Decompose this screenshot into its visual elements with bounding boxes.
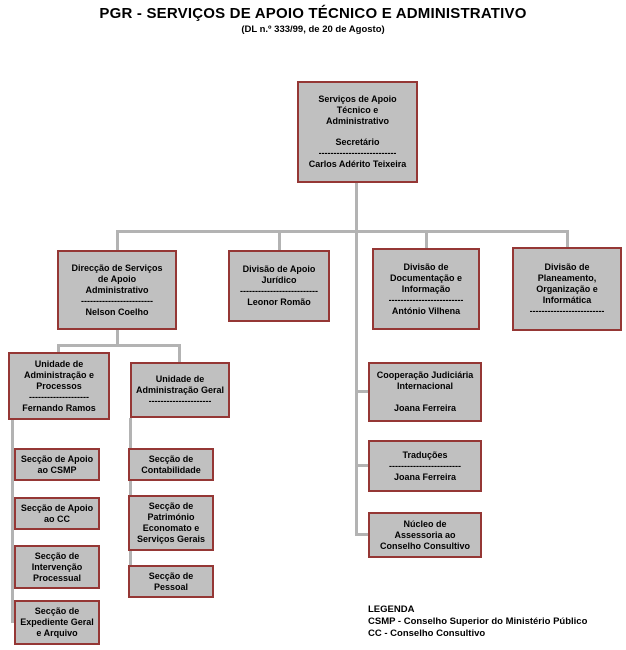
- node-title: Secção de Intervenção Processual: [31, 550, 83, 583]
- org-node-seccao-pessoal: Secção de Pessoal: [128, 565, 214, 598]
- node-separator: --------------------: [29, 391, 89, 402]
- node-title: Direcção de Serviços de Apoio Administra…: [71, 262, 163, 295]
- org-node-cooperacao-judiciaria-internacional: Cooperação Judiciária Internacional Joan…: [368, 362, 482, 422]
- org-node-seccao-apoio-cc: Secção de Apoio ao CC: [14, 497, 100, 530]
- connector-line: [116, 230, 119, 250]
- node-person-name: Carlos Adérito Teixeira: [308, 159, 407, 169]
- node-separator: ------------------------: [389, 460, 461, 471]
- node-person-name: Fernando Ramos: [22, 402, 96, 413]
- node-person-name: Joana Ferreira: [393, 471, 457, 482]
- node-separator: --------------------------: [240, 286, 318, 296]
- node-separator: -------------------------: [529, 305, 605, 316]
- node-title: Cooperação Judiciária Internacional: [376, 370, 474, 391]
- node-title: Secção de Contabilidade: [141, 453, 201, 475]
- node-person-name: Leonor Romão: [247, 297, 311, 307]
- node-person-name: Nelson Coelho: [85, 306, 149, 317]
- org-node-seccao-expediente-geral-arquivo: Secção de Expediente Geral e Arquivo: [14, 600, 100, 645]
- org-node-traducoes: Traduções ------------------------ Joana…: [368, 440, 482, 492]
- page-title: PGR - SERVIÇOS DE APOIO TÉCNICO E ADMINI…: [99, 5, 527, 22]
- node-title: Secção de Apoio ao CC: [20, 502, 94, 524]
- node-title: Secção de Património Economato e Serviço…: [136, 501, 206, 544]
- connector-line: [355, 390, 370, 393]
- node-title: Unidade de Administração e Processos: [23, 358, 95, 391]
- node-title: Traduções: [402, 449, 448, 460]
- org-node-divisao-documentacao-informacao: Divisão de Documentação e Informação ---…: [372, 248, 480, 330]
- connector-line: [566, 230, 569, 247]
- connector-line: [11, 420, 14, 622]
- node-title: Secção de Apoio ao CSMP: [20, 453, 94, 475]
- connector-line: [355, 533, 370, 536]
- connector-line: [355, 183, 358, 536]
- node-separator: --------------------------: [318, 148, 397, 158]
- org-node-seccao-apoio-csmp: Secção de Apoio ao CSMP: [14, 448, 100, 481]
- connector-line: [278, 230, 281, 250]
- node-title: Divisão de Planeamento, Organização e In…: [536, 261, 598, 305]
- org-node-divisao-apoio-juridico: Divisão de Apoio Jurídico --------------…: [228, 250, 330, 322]
- org-node-seccao-patrimonio-economato-servicos-gerais: Secção de Património Economato e Serviço…: [128, 495, 214, 551]
- legend-item: CSMP - Conselho Superior do Ministério P…: [368, 616, 588, 627]
- node-separator: -------------------------: [388, 294, 464, 305]
- node-role: Secretário: [335, 137, 380, 147]
- node-title: Serviços de Apoio Técnico e Administrati…: [318, 94, 397, 126]
- node-title: Secção de Pessoal: [148, 570, 194, 592]
- node-person-name: Joana Ferreira: [393, 403, 457, 413]
- page-subtitle: (DL n.º 333/99, de 20 de Agosto): [241, 24, 385, 35]
- legend: LEGENDA CSMP - Conselho Superior do Mini…: [368, 604, 587, 640]
- org-node-direccao-servicos-apoio-administrativo: Direcção de Serviços de Apoio Administra…: [57, 250, 177, 330]
- connector-line: [425, 230, 428, 248]
- connector-line: [116, 230, 569, 233]
- connector-line: [355, 464, 370, 467]
- org-node-unidade-administracao-processos: Unidade de Administração e Processos ---…: [8, 352, 110, 420]
- connector-line: [116, 330, 119, 345]
- org-node-seccao-contabilidade: Secção de Contabilidade: [128, 448, 214, 481]
- node-title: Unidade de Administração Geral: [135, 373, 225, 395]
- connector-line: [178, 344, 181, 362]
- node-person-name: António Vilhena: [391, 305, 461, 316]
- connector-line: [57, 344, 60, 352]
- node-separator: ---------------------: [148, 395, 212, 406]
- org-node-secretario: Serviços de Apoio Técnico e Administrati…: [297, 81, 418, 183]
- node-separator: ------------------------: [81, 295, 153, 306]
- org-node-nucleo-assessoria-conselho-consultivo: Núcleo de Assessoria ao Conselho Consult…: [368, 512, 482, 558]
- org-node-unidade-administracao-geral: Unidade de Administração Geral ---------…: [130, 362, 230, 418]
- org-node-seccao-intervencao-processual: Secção de Intervenção Processual: [14, 545, 100, 589]
- node-title: Núcleo de Assessoria ao Conselho Consult…: [380, 518, 470, 551]
- node-title: Secção de Expediente Geral e Arquivo: [20, 606, 94, 638]
- legend-item: CC - Conselho Consultivo: [368, 628, 486, 639]
- node-title: Divisão de Documentação e Informação: [389, 261, 463, 294]
- legend-title: LEGENDA: [368, 604, 415, 615]
- node-title: Divisão de Apoio Jurídico: [242, 264, 316, 285]
- connector-line: [57, 344, 181, 347]
- org-node-divisao-planeamento-organizacao-informatica: Divisão de Planeamento, Organização e In…: [512, 247, 622, 331]
